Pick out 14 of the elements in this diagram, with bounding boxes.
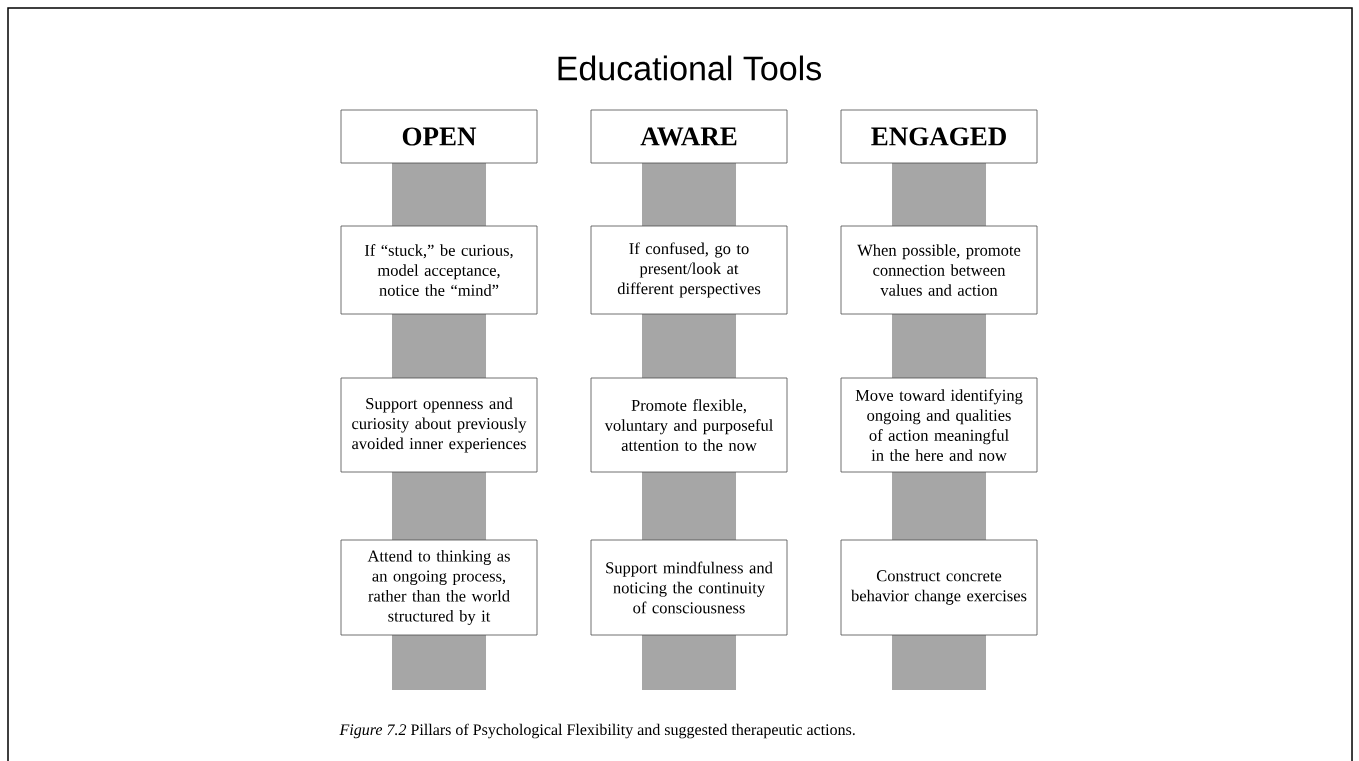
text-box: Construct concrete behavior change exercises [840,539,1038,636]
text-box: If “stuck,” be curious, model acceptance, notice the “mind” [340,225,538,315]
text-box: Support openness and curiosity about previously avoided inner experiences [340,377,538,473]
text-box: Move toward identifying ongoing and qualities of action meaningful in the here and now [840,377,1038,473]
caption: Figure 7.2 Pillars of Psychological Flexibility and suggested therapeutic actions. [339,723,855,739]
text-box: Promote flexible, voluntary and purposeful attention to the now [590,377,788,473]
text-box: Attend to thinking as an ongoing process, rather than the world structured by it [340,539,538,636]
text-box: Support mindfulness and noticing the continuity of consciousness [590,539,788,636]
text-box: When possible, promote connection between values and action [840,225,1038,315]
header-box: OPEN [340,109,538,164]
header-box: AWARE [590,109,788,164]
header-box: ENGAGED [840,109,1038,164]
title: Educational Tools [558,55,821,81]
text-box: If confused, go to present/look at different perspectives [590,225,788,315]
